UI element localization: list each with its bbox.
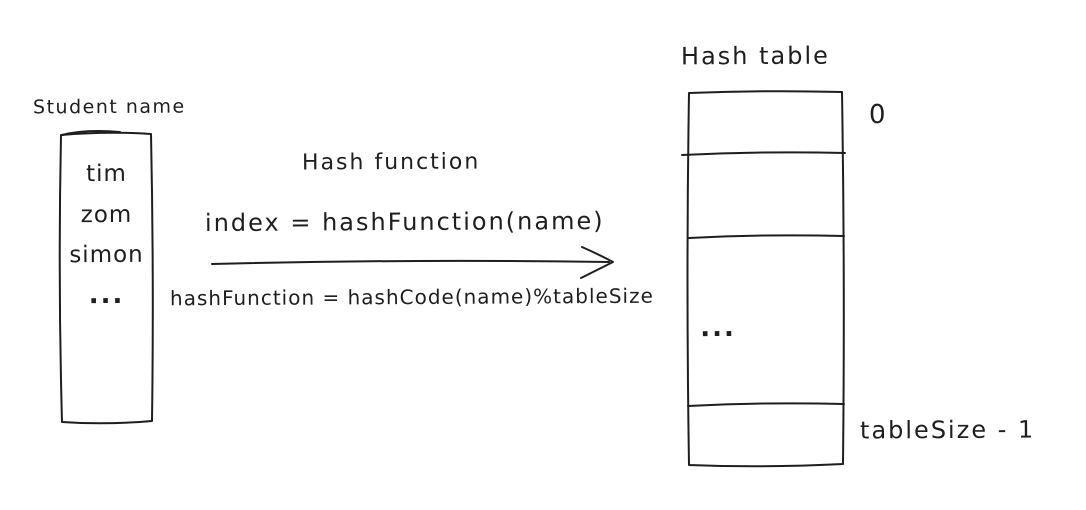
hash-table-ellipsis: ... — [700, 312, 736, 344]
student-list-ellipsis: ... — [88, 279, 125, 311]
student-list-label: Student name — [32, 95, 186, 119]
hash-function-definition: hashFunction = hashCode(name)%tableSize — [169, 283, 654, 311]
arrow-head — [580, 246, 614, 279]
hash-table-divider-3 — [687, 402, 845, 407]
student-name-item: tim — [86, 160, 127, 188]
student-name-item: zom — [80, 201, 133, 229]
hash-table-title: Hash table — [680, 41, 830, 71]
hash-table-first-index-label: 0 — [868, 99, 887, 131]
student-list-box-corner-stroke — [61, 130, 121, 136]
hash-table-divider-1 — [681, 151, 846, 156]
hash-table-box — [686, 90, 845, 468]
hash-table-last-index-label: tableSize - 1 — [859, 415, 1036, 445]
hash-table-divider-2 — [688, 234, 845, 239]
student-name-item: simon — [69, 241, 144, 269]
hash-function-title: Hash function — [301, 149, 481, 176]
hash-function-formula: index = hashFunction(name) — [204, 206, 605, 238]
student-list-box — [58, 131, 154, 425]
arrow-line — [211, 259, 610, 265]
